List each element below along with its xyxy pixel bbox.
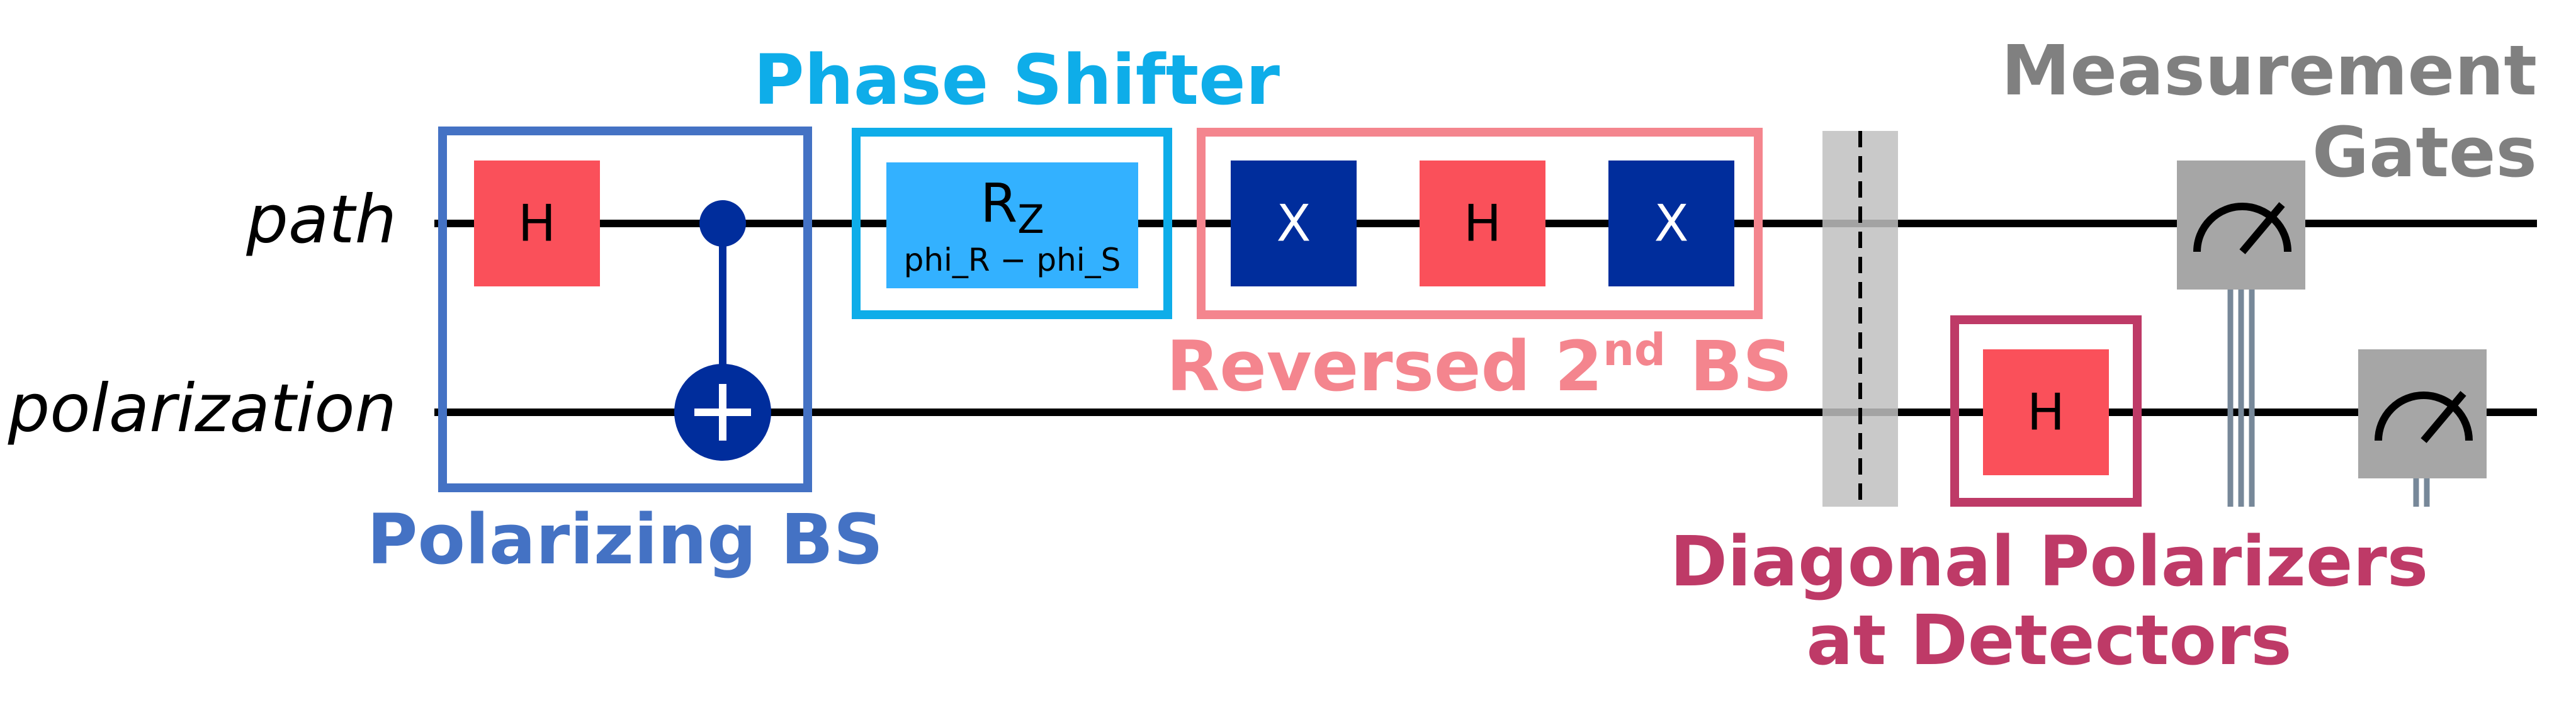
reversed-bs-frame [1197,128,1763,319]
reversed-bs-label: Reversed 2nd BS [1167,324,1793,407]
measure-gate-path[interactable] [2177,161,2305,290]
x-gate-2-label: X [1654,194,1689,253]
diagonal-polarizers-frame [1950,315,2142,507]
cnot-control-dot[interactable] [699,200,746,247]
measurement-label-line2: Gates [2312,112,2537,193]
phase-shifter-frame [852,128,1172,319]
h-gate-polarization-label: H [2027,383,2065,442]
diagonal-polarizers-label-line2: at Detectors [1806,600,2291,680]
phase-shifter-label: Phase Shifter [754,40,1280,120]
h-gate-path-1[interactable] [474,161,600,286]
polarizing-bs-frame [438,127,812,492]
x-gate-2[interactable] [1608,161,1734,286]
rz-gate[interactable] [886,162,1138,288]
polarizing-bs-label: Polarizing BS [367,499,883,580]
diagonal-polarizers-label-line1: Diagonal Polarizers [1670,521,2429,602]
x-gate-1[interactable] [1231,161,1357,286]
meter-icon-polarization [2375,391,2473,443]
meter-icon-path [2193,202,2291,254]
x-gate-1-label: X [1277,194,1311,253]
h-gate-polarization[interactable] [1983,349,2109,475]
path-wire-label: path [246,181,397,258]
measurement-label-line1: Measurement [2001,30,2537,111]
rz-gate-label: RZ [980,172,1044,242]
rz-gate-parameter: phi_R − phi_S [904,242,1121,278]
h-gate-path-1-label: H [518,194,556,253]
polarization-wire-label: polarization [8,370,397,447]
h-gate-path-2[interactable] [1420,161,1545,286]
measure-gate-polarization[interactable] [2358,349,2487,478]
h-gate-path-2-label: H [1464,194,1501,253]
